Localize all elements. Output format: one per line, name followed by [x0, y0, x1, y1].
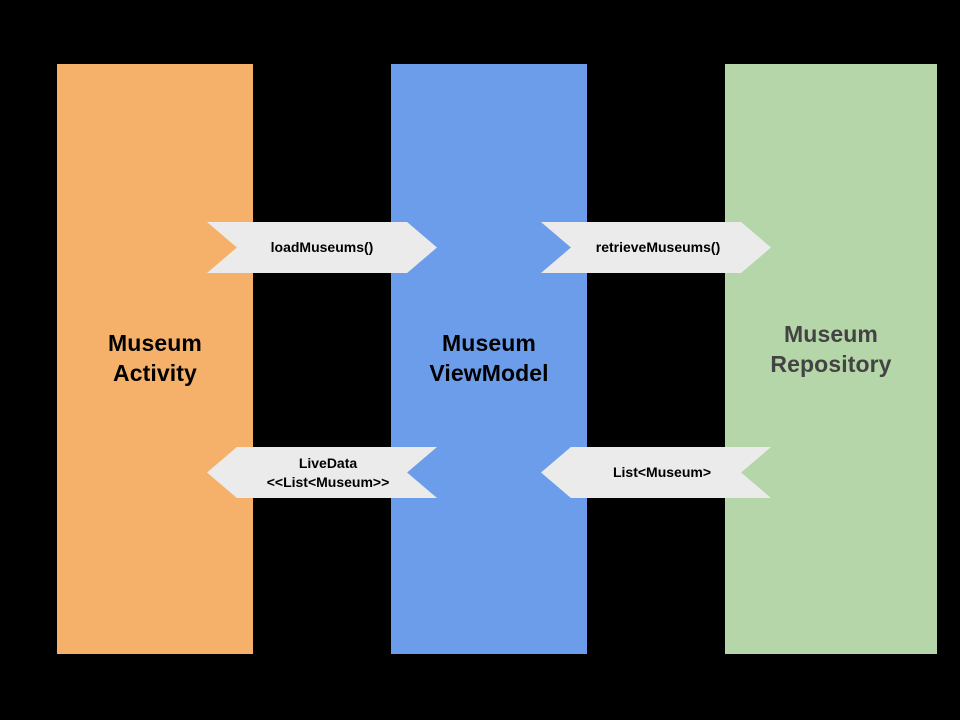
node-museum-repository-label: Museum Repository [770, 321, 892, 377]
node-museum-activity[interactable]: Museum Activity [57, 64, 253, 654]
arrow-livedata-list-museum[interactable]: LiveData <<List<Museum>> [207, 447, 437, 498]
arrow-retrieve-museums[interactable]: retrieveMuseums() [541, 222, 771, 273]
node-museum-repository[interactable]: Museum Repository [725, 64, 937, 654]
arrow-load-museums[interactable]: loadMuseums() [207, 222, 437, 273]
arrow-load-museums-label: loadMuseums() [270, 239, 374, 256]
node-museum-viewmodel-label: Museum ViewModel [429, 330, 549, 386]
arrow-list-museum-label: List<Museum> [612, 464, 712, 481]
node-museum-activity-label: Museum Activity [108, 330, 202, 386]
arrow-list-museum[interactable]: List<Museum> [541, 447, 771, 498]
arrow-retrieve-museums-label: retrieveMuseums() [595, 239, 721, 256]
arrow-livedata-list-museum-label: LiveData <<List<Museum>> [266, 454, 390, 490]
node-museum-viewmodel[interactable]: Museum ViewModel [391, 64, 587, 654]
